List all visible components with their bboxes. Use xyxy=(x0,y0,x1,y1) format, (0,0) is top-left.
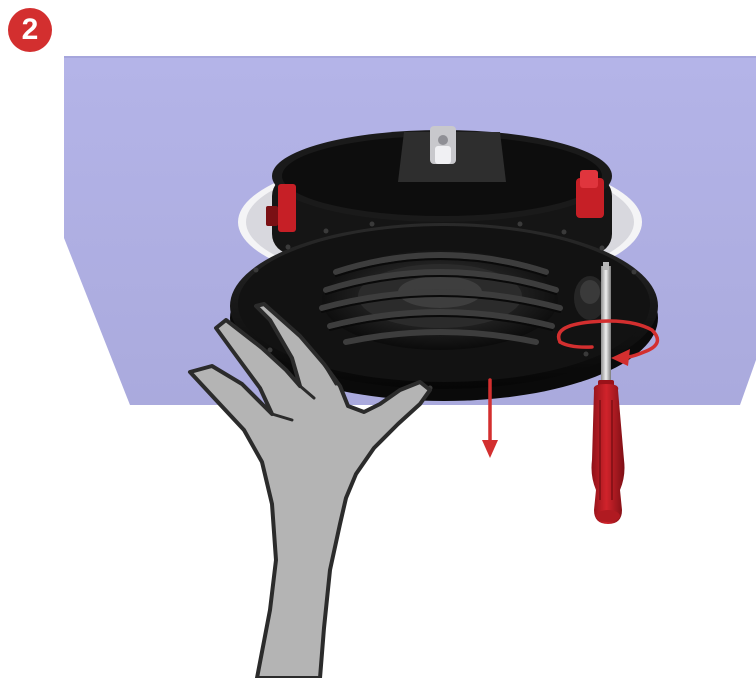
instruction-illustration: 2 xyxy=(0,0,756,678)
illustration-canvas xyxy=(0,0,756,678)
